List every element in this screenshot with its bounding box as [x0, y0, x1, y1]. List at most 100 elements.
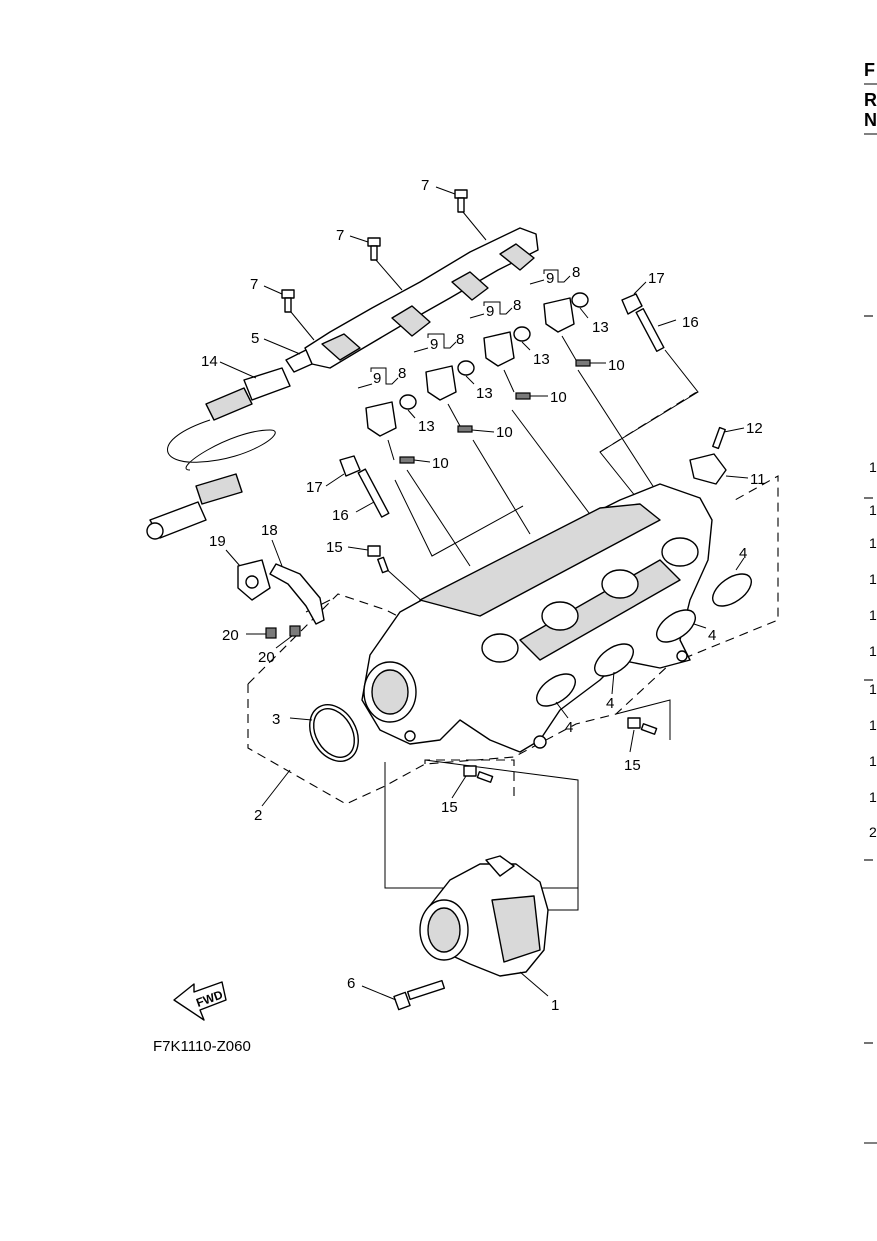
- leader-6: [361, 985, 397, 1001]
- callout-9: 9: [373, 370, 381, 387]
- o-ring-9: [357, 383, 373, 389]
- o-ring-9: [529, 279, 545, 285]
- edge-tab: 1: [869, 717, 877, 733]
- injector-line-1b: [406, 469, 471, 567]
- callout-1: 1: [551, 997, 559, 1014]
- leader-11: [725, 475, 749, 479]
- injector-leader: [503, 369, 515, 393]
- leader-15b: [451, 775, 467, 799]
- fuel-rail-bracket: [321, 333, 361, 361]
- seal-10: [515, 392, 531, 400]
- bolt-16-line: [599, 349, 699, 503]
- callout-20: 20: [222, 627, 239, 644]
- edge-tab: 1: [869, 681, 877, 697]
- bolt-shank: [640, 723, 658, 735]
- bolt-6-shank: [406, 979, 446, 1001]
- injector-leader: [447, 403, 461, 427]
- gaskets: [261, 557, 752, 807]
- callout-11: 11: [750, 471, 766, 488]
- callout-5: 5: [251, 330, 259, 347]
- leader-13d: [579, 307, 589, 319]
- edge-tab: 2: [869, 824, 877, 840]
- fuel-injector: [425, 365, 457, 401]
- o-ring-13: [457, 360, 475, 376]
- bolts-15: [347, 545, 658, 799]
- edge-letter-r: R: [864, 90, 877, 110]
- callout-4: 4: [606, 695, 614, 712]
- leader-16a: [657, 319, 677, 327]
- bolt-7-middle: [349, 235, 403, 291]
- fuel-rail-assembly: [263, 186, 539, 373]
- manifold-port: [481, 633, 519, 663]
- bolt-15-right-line: [615, 699, 671, 740]
- callout-8: 8: [398, 365, 406, 382]
- callout-3: 3: [272, 711, 280, 728]
- callout-6: 6: [347, 975, 355, 992]
- leader-7a: [435, 186, 456, 195]
- fuel-rail: [304, 227, 539, 369]
- leader-4a: [735, 557, 745, 571]
- throttle-sensor: [485, 855, 515, 877]
- sensor-11: [689, 453, 727, 485]
- callout-10: 10: [496, 424, 513, 441]
- callout-19: 19: [209, 533, 226, 550]
- callout-9: 9: [546, 270, 554, 287]
- injector-line-4: [577, 369, 661, 498]
- leader-4d: [555, 701, 569, 719]
- callout-10: 10: [432, 455, 449, 472]
- manifold-mount-hole: [676, 650, 688, 662]
- bolt-head: [367, 545, 381, 557]
- callout-16: 16: [332, 507, 349, 524]
- callout-2: 2: [254, 807, 262, 824]
- throttle-plate: [427, 907, 461, 953]
- bolt-head: [627, 717, 641, 729]
- seal-10: [575, 359, 591, 367]
- injector-line-3: [511, 409, 599, 526]
- bolt-head: [367, 237, 381, 247]
- bolt-7-top: [435, 186, 487, 241]
- manifold-port: [601, 569, 639, 599]
- leader-5: [263, 338, 301, 355]
- throttle-alignment-line-b: [545, 888, 579, 911]
- leader-7c: [263, 285, 283, 295]
- fuel-hose-ribbed-section: [195, 473, 243, 505]
- callout-17: 17: [306, 479, 323, 496]
- bolt-shank: [457, 197, 465, 213]
- edge-letter-n: N: [864, 110, 877, 130]
- screw-12: [712, 426, 726, 450]
- seal-10: [399, 456, 415, 464]
- manifold-body: [361, 483, 713, 753]
- edge-tab: 1: [869, 535, 877, 551]
- leader-10a: [413, 459, 431, 463]
- nut-17: [621, 293, 643, 315]
- injector-set-2: [413, 333, 495, 433]
- callout-16: 16: [682, 314, 699, 331]
- edge-tab: 1: [869, 571, 877, 587]
- fuel-rail-bracket: [451, 271, 489, 301]
- bolt-head: [281, 289, 295, 299]
- leader-13a: [407, 409, 416, 419]
- leader-7b: [349, 235, 369, 243]
- leader-13c: [521, 341, 531, 351]
- leader-7a-b: [462, 211, 487, 241]
- drawing-code: F7K1110-Z060: [153, 1038, 251, 1055]
- leader-20b: [275, 635, 293, 649]
- sensor-assembly: [689, 426, 749, 485]
- bolt-head: [454, 189, 468, 199]
- gasket-4: [536, 673, 576, 707]
- callout-10: 10: [608, 357, 625, 374]
- leader-1: [519, 971, 549, 997]
- callout-9: 9: [430, 336, 438, 353]
- leader-4b: [693, 623, 707, 629]
- bracket-9-8: [483, 301, 513, 315]
- callout-8: 8: [513, 297, 521, 314]
- bolt-15-right: [627, 717, 658, 753]
- leader-7b-b: [375, 259, 403, 291]
- fuel-rail-bracket: [499, 243, 535, 271]
- stud-bolt-16: [357, 468, 390, 518]
- callout-4: 4: [565, 719, 573, 736]
- boundary-line-right: [669, 475, 779, 665]
- fwd-arrow-icon: FWD: [173, 981, 227, 1021]
- edge-tab: 1: [869, 643, 877, 659]
